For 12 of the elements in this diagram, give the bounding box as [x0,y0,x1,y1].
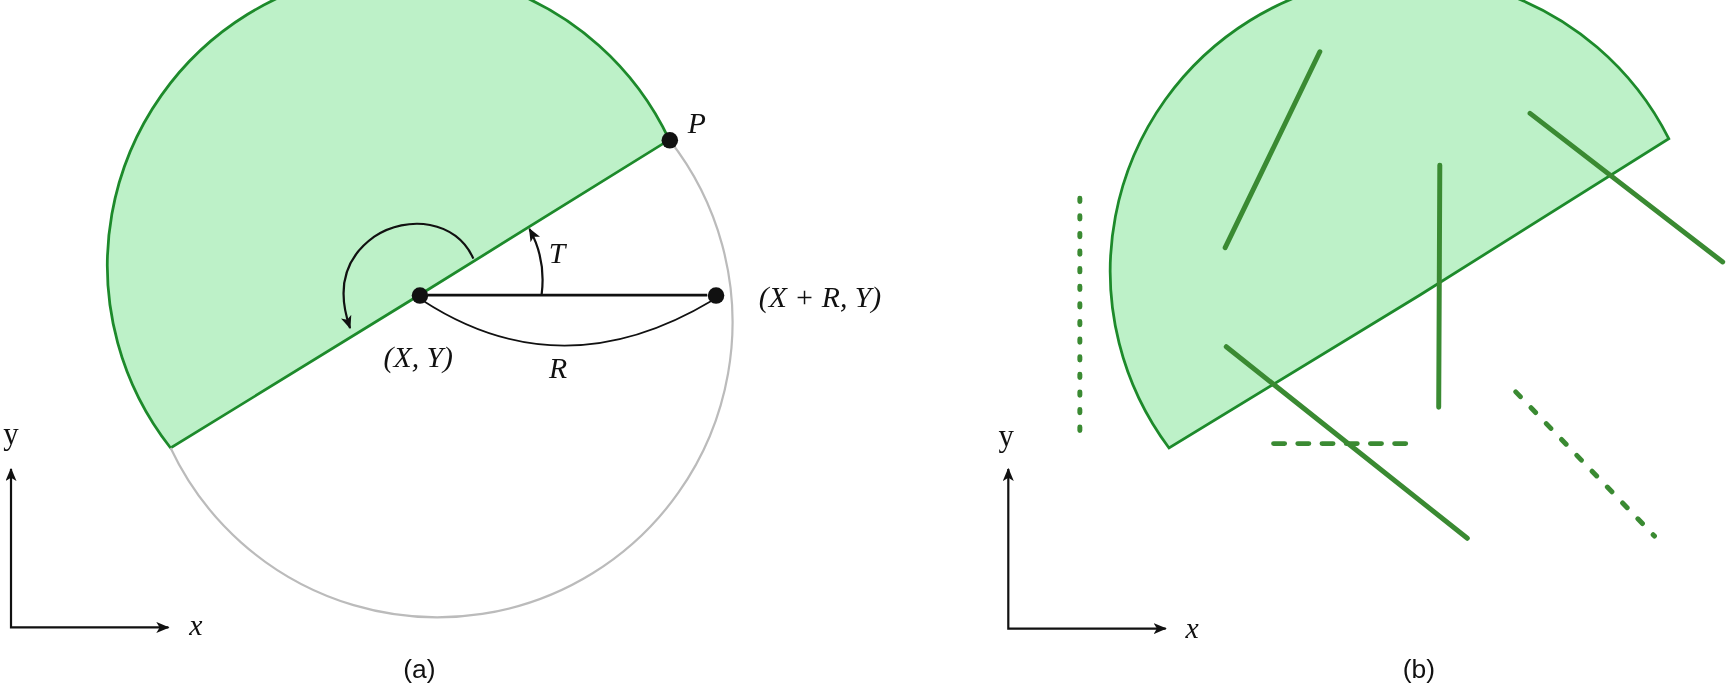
point-label: (X + R, Y) [758,282,882,313]
panel-label: (a) [403,656,436,683]
axis-label: x [189,610,203,641]
point-label: P [687,108,706,139]
angle-label: T [548,238,566,269]
radius-label: R [549,353,568,384]
axis-label: y [998,420,1014,452]
radius-line [427,293,708,297]
axis-label: x [1185,613,1199,644]
axis-label: y [3,418,19,450]
point-label: (X, Y) [383,342,453,373]
panel-label: (b) [1402,656,1436,683]
